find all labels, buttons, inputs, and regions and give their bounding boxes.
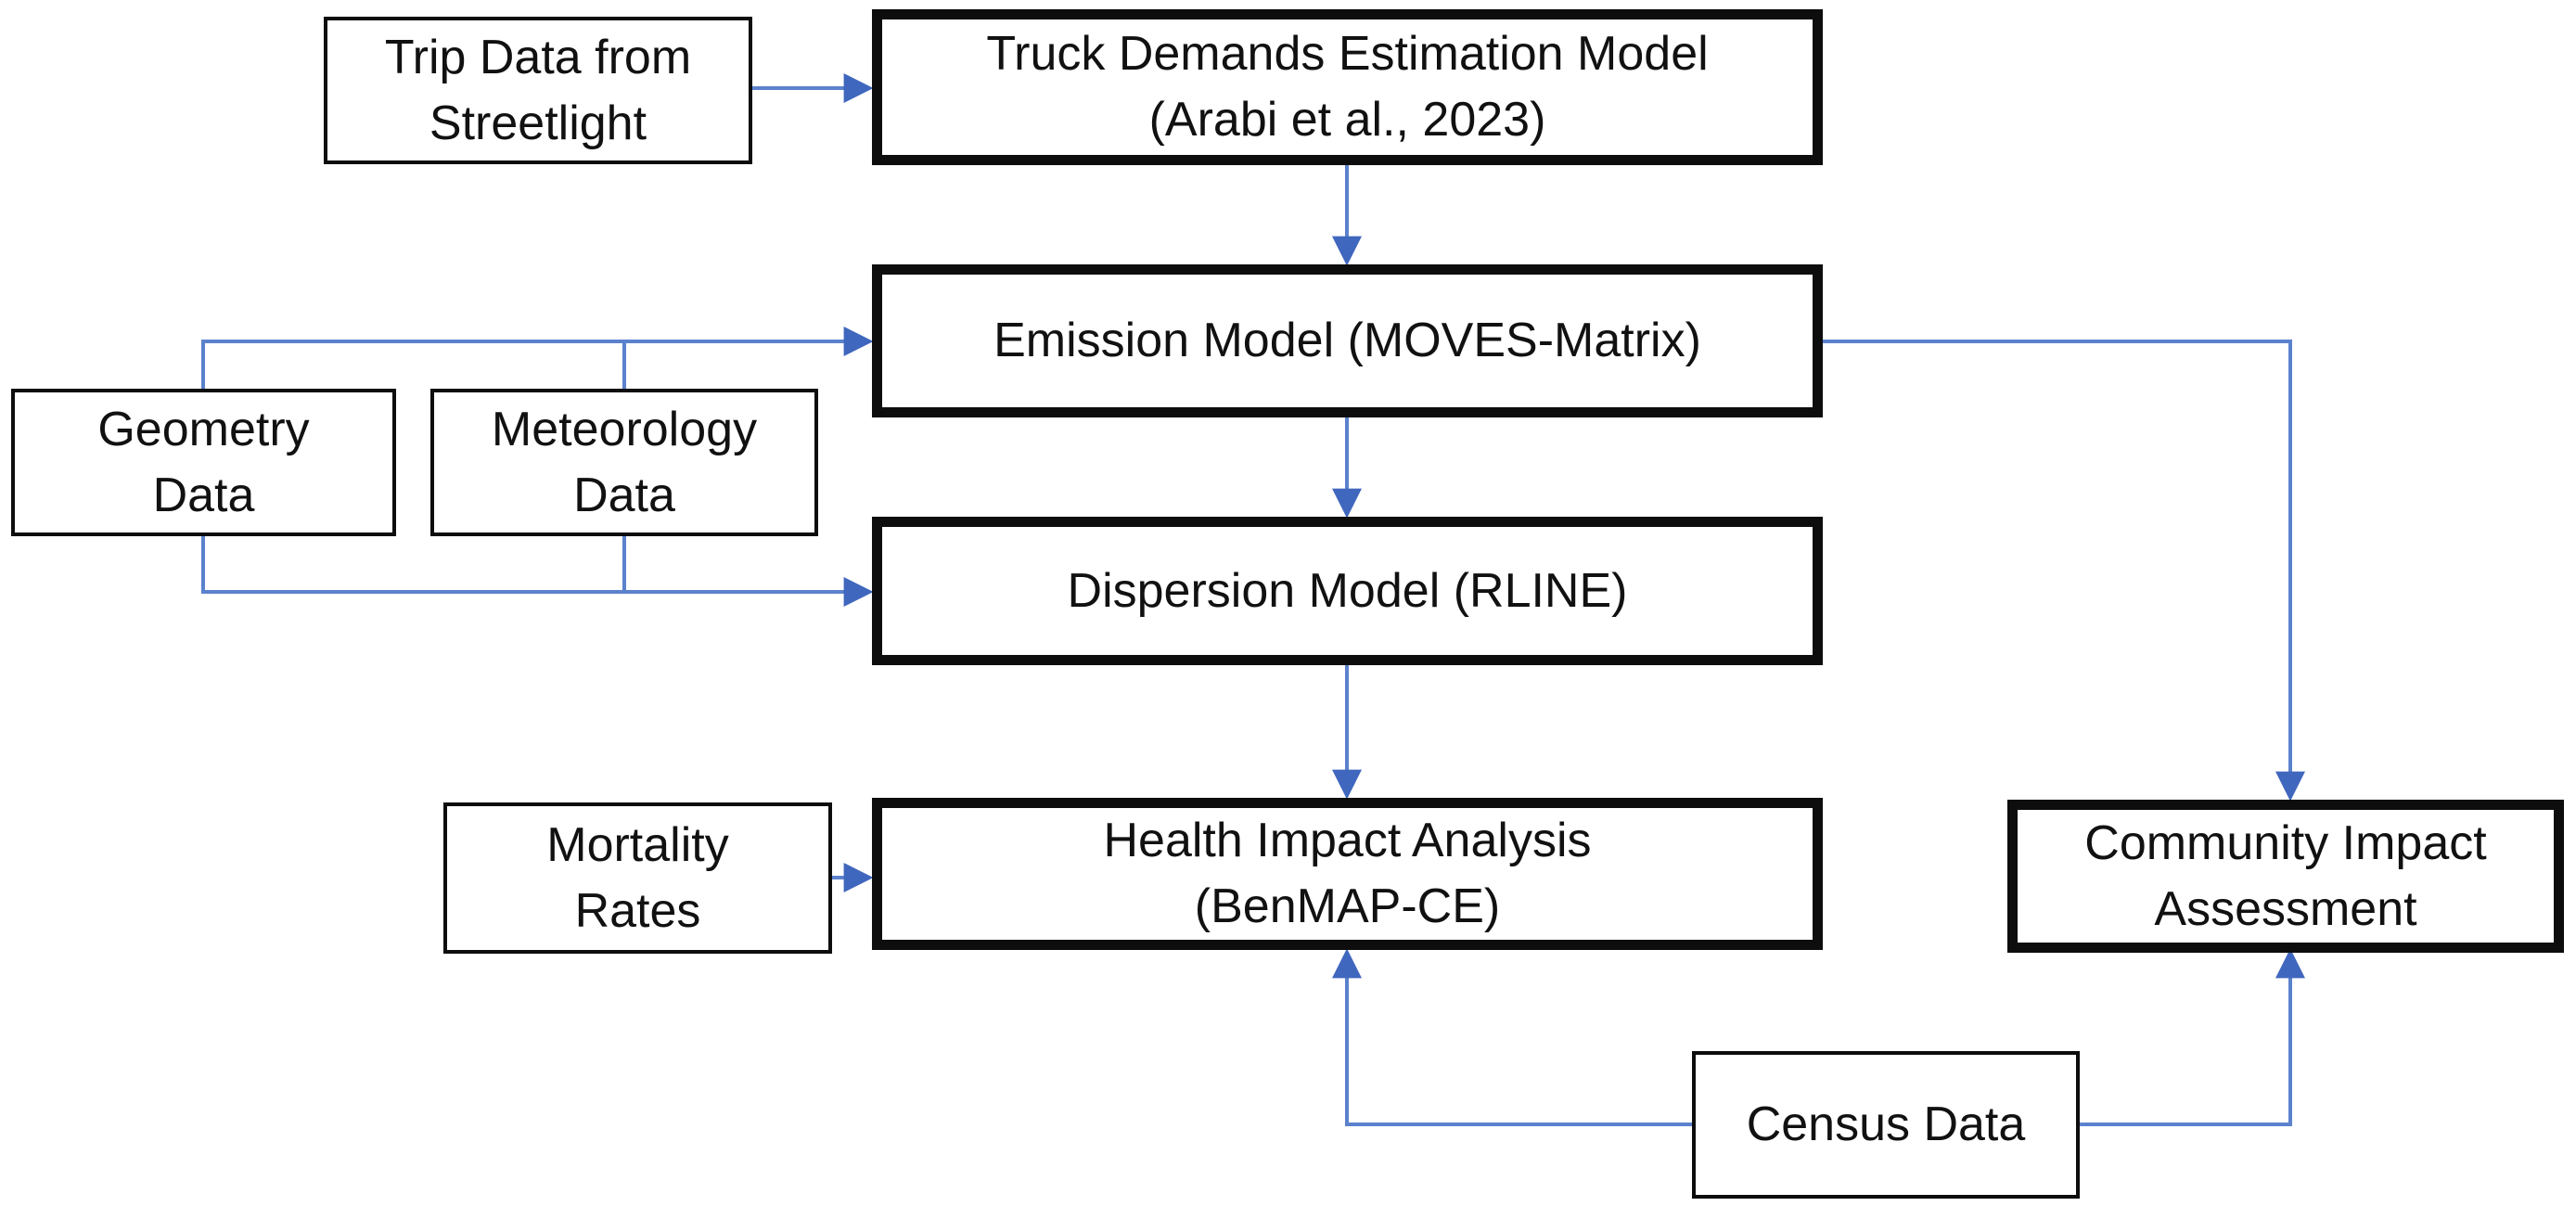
node-label: (Arabi et al., 2023) <box>1148 93 1546 147</box>
node-community-impact-assessment: Community Impact Assessment <box>2007 800 2564 953</box>
node-label: Truck Demands Estimation Model <box>986 27 1709 82</box>
node-label: Meteorology <box>491 402 758 456</box>
node-label: Mortality <box>546 817 729 872</box>
node-emission-model: Emission Model (MOVES-Matrix) <box>872 264 1823 417</box>
edge-census-to-community <box>2080 948 2305 1126</box>
node-label: Data <box>152 468 255 522</box>
node-label: (BenMAP-CE) <box>1194 879 1501 933</box>
node-label: Census Data <box>1746 1097 2026 1152</box>
node-census-data: Census Data <box>1692 1051 2080 1199</box>
node-meteorology-data: Meteorology Data <box>430 389 818 536</box>
node-mortality-rates: Mortality Rates <box>443 802 832 954</box>
node-label: Emission Model (MOVES-Matrix) <box>993 314 1701 368</box>
edge-census-to-health <box>1332 948 1692 1126</box>
edge-geometry-to-dispersion <box>201 536 874 607</box>
node-trip-data: Trip Data from Streetlight <box>324 17 752 164</box>
node-label: Dispersion Model (RLINE) <box>1067 563 1628 618</box>
node-geometry-data: Geometry Data <box>11 389 396 536</box>
node-label: Data <box>573 468 675 522</box>
node-label: Geometry <box>97 402 310 456</box>
edge-emission-to-community <box>1823 340 2305 802</box>
edge-geometry-to-emission <box>201 327 874 389</box>
node-label: Trip Data from <box>384 30 692 84</box>
node-truck-demands-model: Truck Demands Estimation Model (Arabi et… <box>872 9 1823 165</box>
node-label: Health Impact Analysis <box>1103 814 1592 868</box>
node-health-impact-analysis: Health Impact Analysis (BenMAP-CE) <box>872 798 1823 950</box>
node-label: Community Impact <box>2084 815 2487 870</box>
node-label: Assessment <box>2154 881 2417 936</box>
node-label: Streetlight <box>429 96 647 150</box>
node-dispersion-model: Dispersion Model (RLINE) <box>872 517 1823 665</box>
node-label: Rates <box>574 883 701 938</box>
